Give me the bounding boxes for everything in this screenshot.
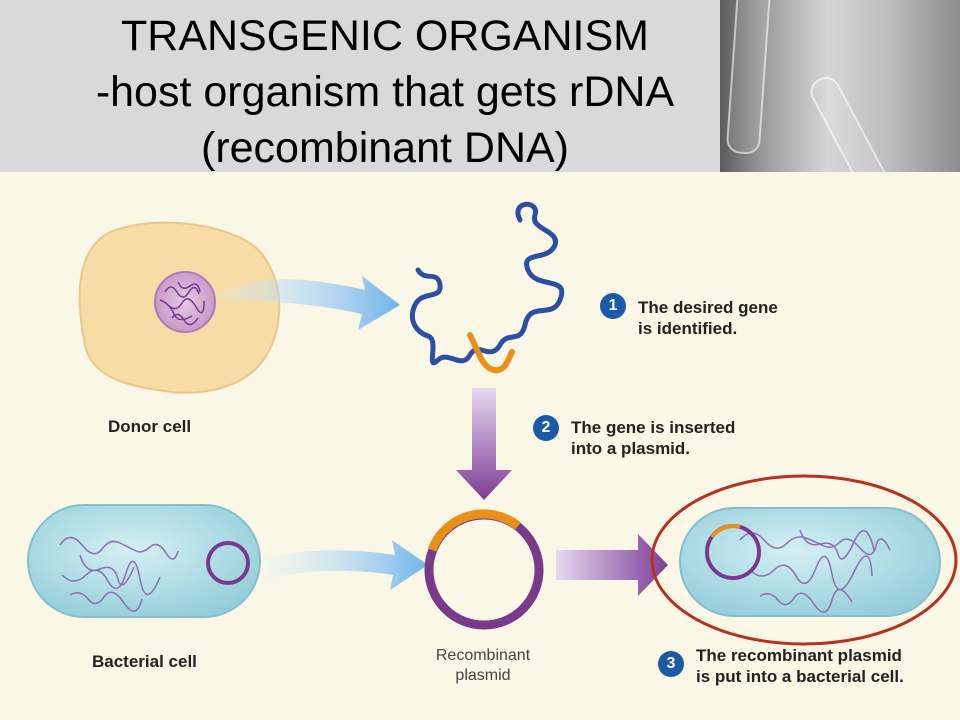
recombinant-plasmid-label: Recombinant plasmid	[408, 646, 558, 686]
gene-segment	[467, 332, 515, 374]
arrow-gene-to-plasmid	[456, 388, 512, 500]
bacterial-cell	[27, 504, 261, 618]
bacterial-dna	[59, 536, 179, 612]
step-1-badge: 1	[600, 293, 626, 319]
step-2-text: The gene is inserted into a plasmid.	[571, 417, 735, 459]
title-line-1: TRANSGENIC ORGANISM	[121, 12, 649, 60]
plasmid-inserted-gene	[427, 509, 521, 552]
arrow-donor-to-gene	[215, 276, 400, 330]
step-3-text: The recombinant plasmid is put into a ba…	[696, 645, 904, 687]
step-2-line1: The gene is inserted	[571, 418, 736, 437]
step-3-line1: The recombinant plasmid	[696, 646, 902, 665]
arrow-bacteria-to-plasmid	[262, 540, 428, 590]
page-title: TRANSGENIC ORGANISM -host organism that …	[0, 8, 770, 176]
transgenic-bacterium-dna	[739, 529, 891, 613]
test-tube-photo	[720, 0, 960, 172]
title-line-2: -host organism that gets rDNA	[95, 68, 675, 116]
step-3-badge: 3	[658, 651, 684, 677]
step-2-line2: into a plasmid.	[571, 439, 691, 458]
title-line-3: (recombinant DNA)	[201, 124, 569, 172]
recombinant-plasmid-label-line2: plasmid	[455, 667, 511, 684]
arrow-plasmid-to-bacterium	[556, 534, 668, 596]
step-1-text: The desired gene is identified.	[638, 297, 778, 339]
step-1-line1: The desired gene	[638, 298, 778, 317]
bacterial-plasmid	[206, 541, 250, 585]
step-1-line2: is identified.	[638, 319, 738, 338]
recombinant-plasmid-label-line1: Recombinant	[435, 647, 531, 664]
step-2-badge: 2	[533, 415, 559, 441]
transgenic-plasmid-gene	[710, 524, 741, 539]
chromatin-tangle	[159, 281, 205, 326]
highlight-circle	[650, 474, 958, 646]
dna-strand	[409, 201, 565, 365]
bacterial-cell-label: Bacterial cell	[92, 652, 197, 671]
step-3-line2: is put into a bacterial cell.	[696, 667, 904, 686]
donor-cell-label: Donor cell	[108, 417, 192, 436]
